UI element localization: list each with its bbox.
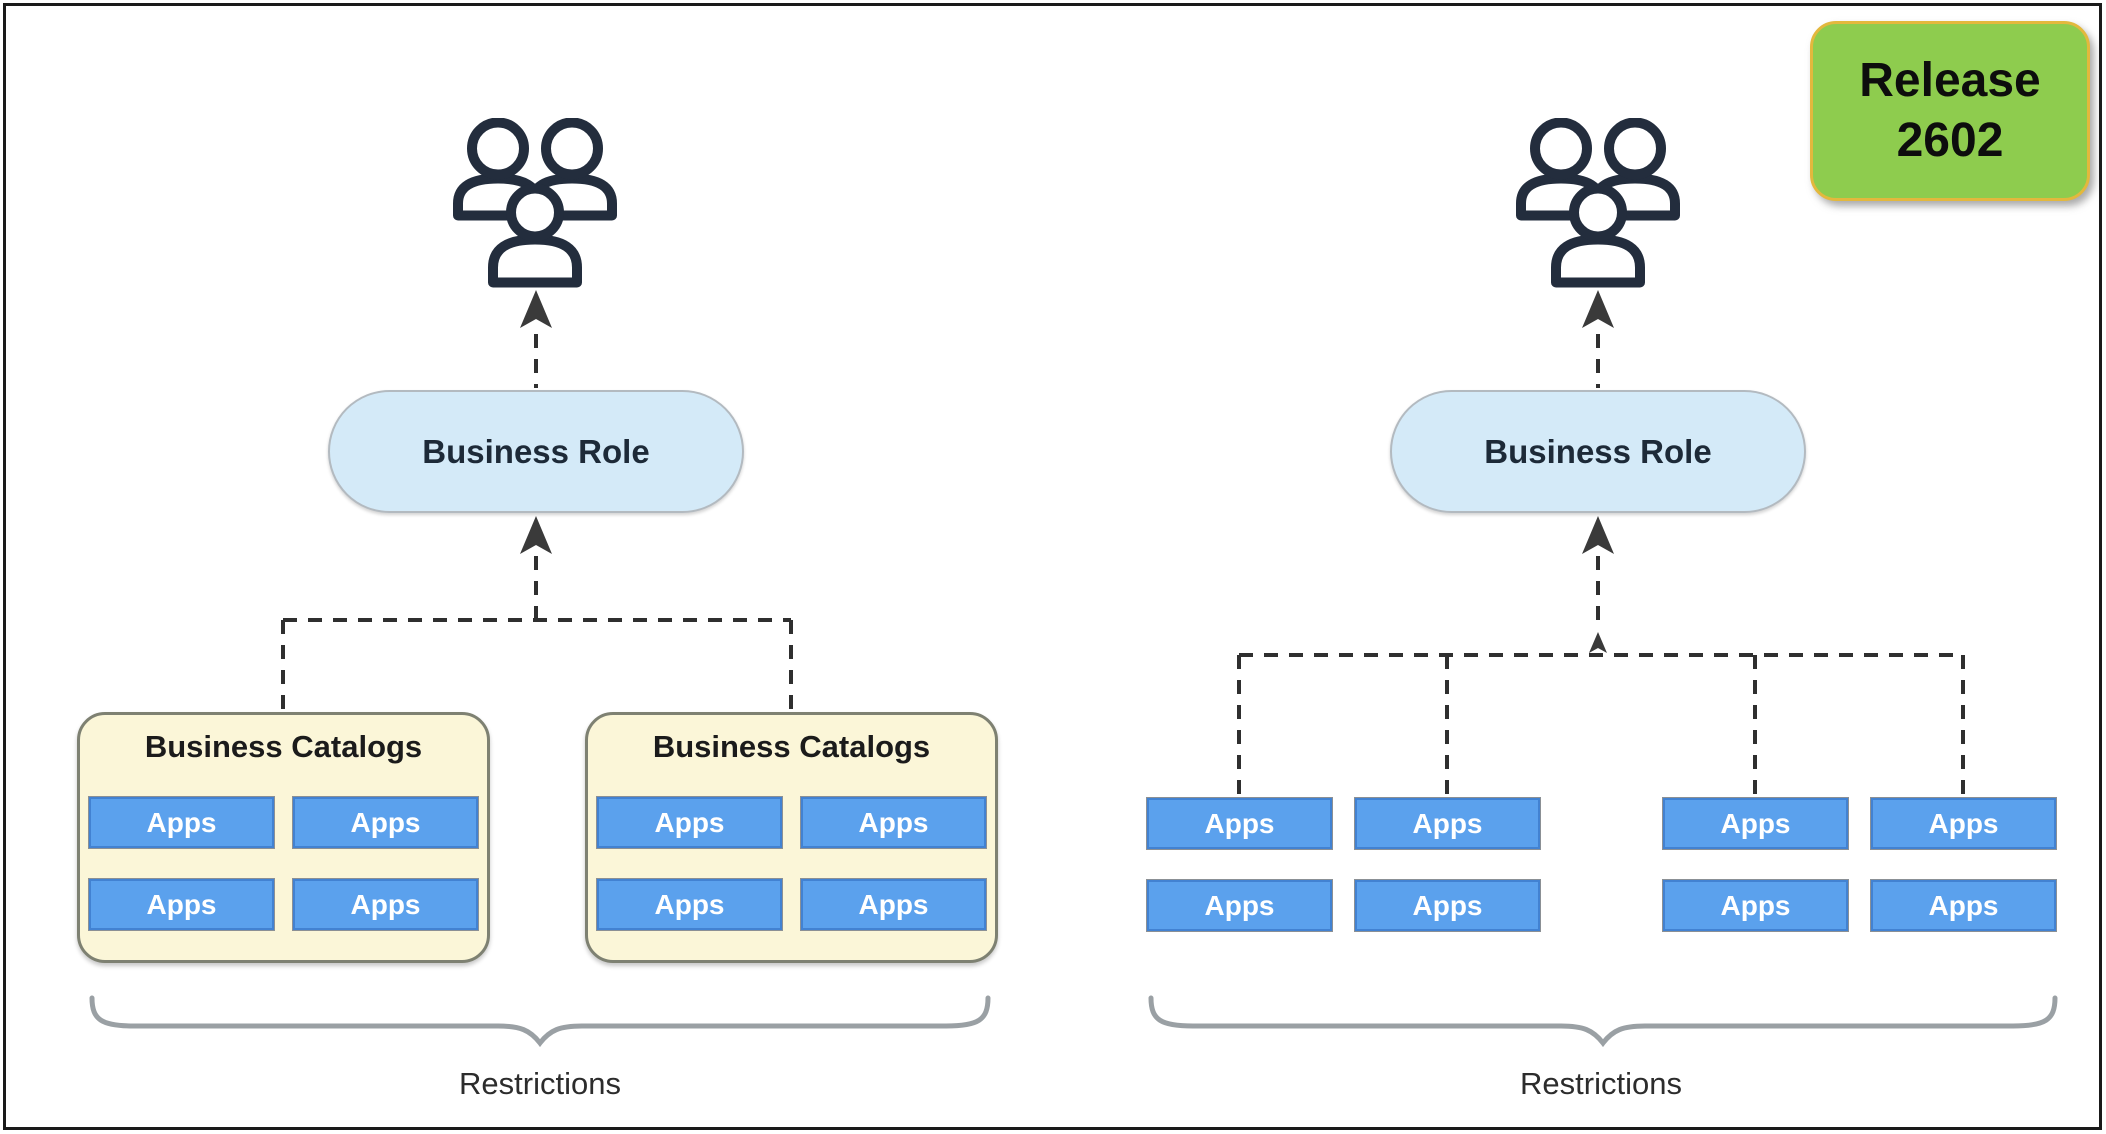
business-role-label: Business Role xyxy=(1484,432,1712,470)
restrictions-brace-left xyxy=(89,995,991,1048)
users-group-icon xyxy=(1516,118,1680,288)
business-role-pill-right: Business Role xyxy=(1390,390,1806,513)
app-chip: Apps xyxy=(89,879,274,930)
apps-grid: Apps Apps Apps Apps xyxy=(588,797,995,930)
business-role-label: Business Role xyxy=(422,432,650,470)
business-catalog-card: Business Catalogs Apps Apps Apps Apps xyxy=(77,712,490,963)
arrowhead-right-junction xyxy=(1589,632,1607,653)
business-catalog-title: Business Catalogs xyxy=(144,729,423,764)
app-chip: Apps xyxy=(1147,798,1332,849)
apps-grid: Apps Apps Apps Apps xyxy=(80,797,487,930)
business-role-pill-left: Business Role xyxy=(328,390,744,513)
business-catalog-title: Business Catalogs xyxy=(652,729,931,764)
restrictions-label-right: Restrictions xyxy=(1520,1066,1682,1101)
arrowhead-right-to-role xyxy=(1582,516,1614,554)
app-chip: Apps xyxy=(1663,798,1848,849)
app-chip: Apps xyxy=(1355,880,1540,931)
app-chip: Apps xyxy=(1871,798,2056,849)
app-chip: Apps xyxy=(293,879,478,930)
release-badge-line1: Release xyxy=(1859,54,2041,107)
restrictions-label-left: Restrictions xyxy=(459,1066,621,1101)
restrictions-brace-right xyxy=(1148,995,2058,1048)
app-chip: Apps xyxy=(1663,880,1848,931)
business-catalog-card: Business Catalogs Apps Apps Apps Apps xyxy=(585,712,998,963)
app-chip: Apps xyxy=(801,797,986,848)
app-chip: Apps xyxy=(597,879,782,930)
app-chip: Apps xyxy=(801,879,986,930)
app-chip: Apps xyxy=(89,797,274,848)
app-chip: Apps xyxy=(1871,880,2056,931)
app-chip: Apps xyxy=(293,797,478,848)
release-badge-line2: 2602 xyxy=(1896,114,2004,167)
app-chip: Apps xyxy=(597,797,782,848)
arrowhead-left-to-role xyxy=(520,516,552,554)
app-chip: Apps xyxy=(1147,880,1332,931)
release-badge: Release 2602 xyxy=(1810,21,2090,201)
app-chip: Apps xyxy=(1355,798,1540,849)
arrowhead-left-to-users xyxy=(520,290,552,328)
arrowhead-right-to-users xyxy=(1582,290,1614,328)
users-group-icon xyxy=(453,118,617,288)
